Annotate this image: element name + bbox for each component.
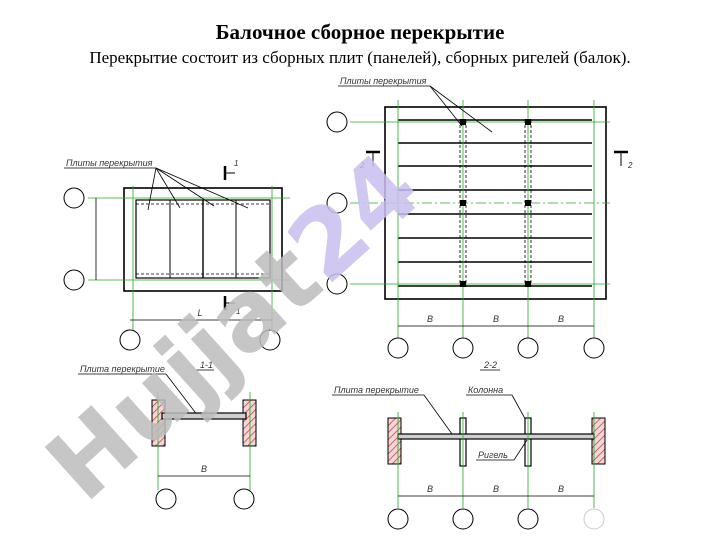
column-label: Колонна	[468, 385, 503, 395]
wall-right-2	[591, 417, 606, 465]
section-2-2-label: 2-2	[483, 360, 497, 370]
section-1-1: 1-1 Плита перекрытие B	[78, 360, 257, 510]
plate-section2-leader	[423, 394, 453, 435]
left-axis-bubble-top	[63, 187, 85, 209]
right-axis-bubble-4	[583, 337, 605, 359]
plate-section-leader	[165, 373, 199, 417]
plates-left-leader-4	[155, 167, 249, 209]
dim-b3-label: B	[558, 314, 564, 324]
wall-left-1	[151, 399, 166, 447]
page-subtitle: Перекрытие состоит из сборных плит (пане…	[89, 48, 631, 67]
right-axis-bubble-3	[517, 337, 539, 359]
section-mark-1b: 1	[236, 307, 240, 316]
right-axis-bubble-bottom	[326, 273, 348, 295]
section-mark-2b: 2	[627, 161, 633, 170]
dim-l-label: L	[197, 308, 202, 318]
plate-section2-label: Плита перекрытие	[334, 385, 419, 395]
section-1-1-label: 1-1	[200, 360, 213, 370]
section-2-2: 2-2 Плита перекрытие Колонна Ригель B B …	[332, 360, 606, 530]
plate-section-2	[397, 433, 595, 440]
watermark-text: Hujjat24	[25, 132, 441, 522]
wall-left-2	[387, 417, 402, 465]
girder-leader	[513, 439, 528, 461]
section-2-bubble-1	[387, 508, 409, 530]
plate-section-label: Плита перекрытие	[80, 364, 165, 374]
section-1-bubble-l	[155, 488, 177, 510]
section-mark-1a: 1	[234, 159, 238, 168]
plates-right-leader-1	[429, 85, 463, 127]
section-2-bubble-4	[583, 508, 605, 530]
girder-label: Ригель	[478, 450, 508, 460]
plates-left-leader-2	[155, 167, 181, 209]
dim-b4-label: B	[427, 484, 433, 494]
plates-right-label: Плиты перекрытия	[340, 76, 427, 86]
right-plan: B B B Плиты перекрытия 2 2	[326, 76, 633, 359]
section-2-bubble-3	[517, 508, 539, 530]
plates-left-label: Плиты перекрытия	[66, 158, 153, 168]
plates-left-leader-3	[155, 167, 215, 207]
wall-right-1	[242, 399, 257, 447]
right-axis-bubble-mid	[326, 192, 348, 214]
left-axis-bubble-left	[119, 329, 141, 351]
left-plan: L Плиты перекрытия 1 1	[63, 158, 290, 351]
plates-right-leader-2	[429, 85, 493, 133]
right-axis-bubble-top	[326, 111, 348, 133]
dim-b-left-label: B	[201, 464, 207, 474]
page-title: Балочное сборное перекрытие	[215, 20, 505, 44]
column-nodes	[460, 119, 531, 287]
plates-left-leader-1	[147, 167, 157, 211]
right-plan-plates	[398, 119, 592, 287]
right-axis-bubble-1	[387, 337, 409, 359]
section-1-bubble-r	[233, 488, 255, 510]
section-2-bubble-2	[452, 508, 474, 530]
dim-b1-label: B	[427, 314, 433, 324]
dim-b5-label: B	[493, 484, 499, 494]
watermark: Hujjat24	[25, 132, 441, 522]
left-axis-bubble-right	[259, 329, 281, 351]
dim-b2-label: B	[493, 314, 499, 324]
left-axis-bubble-bottom	[63, 269, 85, 291]
section-mark-2a: 2	[359, 161, 365, 170]
dim-b6-label: B	[558, 484, 564, 494]
right-axis-bubble-2	[452, 337, 474, 359]
plate-section-1	[161, 412, 247, 420]
